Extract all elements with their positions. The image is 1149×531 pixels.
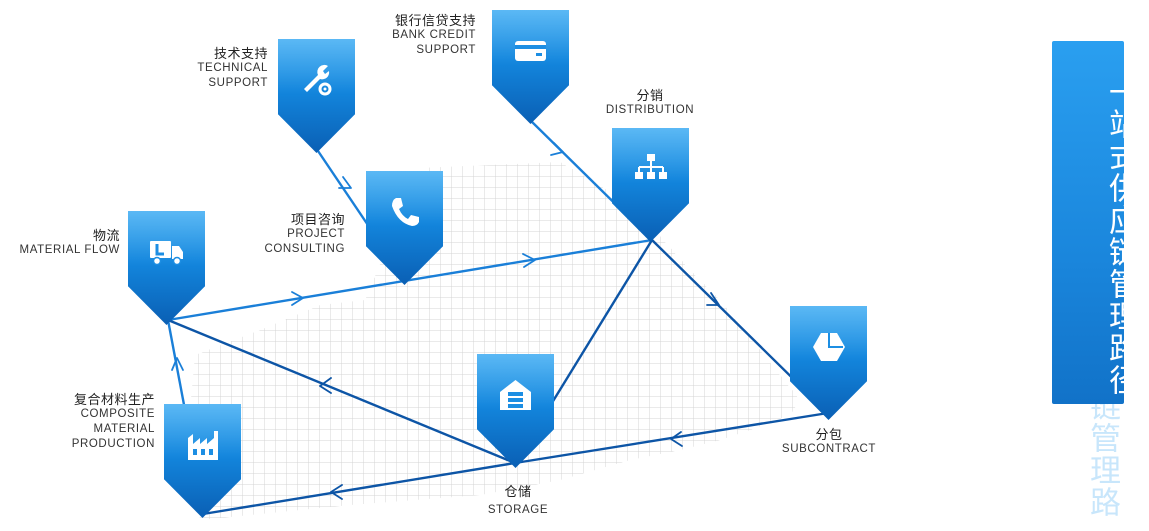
line-logistics-storage <box>167 318 516 465</box>
label-technical-cn: 技术支持 <box>213 46 268 61</box>
arrow-storage-production <box>330 484 343 500</box>
label-material-flow: 物流 MATERIAL FLOW <box>0 228 120 258</box>
arrow-bank-distribution <box>550 142 564 156</box>
arrow-production-logistics <box>171 357 184 371</box>
label-production-en3: PRODUCTION <box>71 438 155 450</box>
node-subcontract[interactable] <box>790 306 867 420</box>
node-technical-support[interactable] <box>278 39 355 153</box>
label-distribution: 分销 DISTRIBUTION <box>590 88 710 118</box>
arrow-logistics-storage <box>319 377 332 394</box>
label-storage: 仓储 STORAGE <box>458 484 578 518</box>
label-consulting-en2: CONSULTING <box>264 243 345 255</box>
node-project-consulting[interactable] <box>366 171 443 285</box>
label-consulting-en1: PROJECT <box>287 228 345 240</box>
label-technical-support: 技术支持 TECHNICAL SUPPORT <box>170 46 268 91</box>
credit-card-icon <box>515 41 546 61</box>
arrow-heads <box>171 142 720 500</box>
label-distribution-cn: 分销 <box>636 88 664 103</box>
label-bank-credit-cn: 银行信贷支持 <box>394 13 476 28</box>
label-logistics-en1: MATERIAL FLOW <box>19 244 120 256</box>
node-distribution[interactable] <box>612 128 689 242</box>
arrow-subcontract-storage <box>670 431 683 447</box>
arrow-logistics-2 <box>522 253 536 268</box>
truck-icon <box>150 241 183 266</box>
box-icon <box>813 333 845 361</box>
wrench-gear-icon <box>304 64 332 96</box>
label-bank-credit-en2: SUPPORT <box>416 44 476 56</box>
hierarchy-icon <box>635 154 667 179</box>
page-title: 一站式供应链管理路径 <box>1103 76 1139 396</box>
label-production-cn: 复合材料生产 <box>73 392 155 407</box>
line-logistics-distribution <box>167 238 653 322</box>
factory-icon <box>188 431 218 460</box>
warehouse-icon <box>500 380 531 410</box>
label-production-en2: MATERIAL <box>93 423 155 435</box>
node-storage[interactable] <box>477 354 554 468</box>
line-storage-production <box>202 461 516 516</box>
node-composite-production[interactable] <box>164 404 241 518</box>
label-subcontract-cn: 分包 <box>815 427 843 442</box>
label-storage-cn: 仓储 <box>504 484 532 499</box>
label-logistics-cn: 物流 <box>92 228 120 243</box>
grid-background <box>190 162 800 520</box>
node-material-flow[interactable] <box>128 211 205 325</box>
node-bank-credit[interactable] <box>492 10 569 124</box>
label-production-en1: COMPOSITE <box>80 408 155 420</box>
label-technical-en2: SUPPORT <box>208 77 268 89</box>
label-storage-en1: STORAGE <box>487 504 549 516</box>
arrow-distribution-subcontract <box>706 292 720 306</box>
label-project-consulting: 项目咨询 PROJECT CONSULTING <box>240 212 345 257</box>
label-technical-en1: TECHNICAL <box>197 62 268 74</box>
phone-icon <box>392 198 419 226</box>
label-bank-credit-en1: BANK CREDIT <box>392 29 476 41</box>
line-production-logistics <box>166 319 187 411</box>
label-subcontract: 分包 SUBCONTRACT <box>770 427 888 457</box>
label-consulting-cn: 项目咨询 <box>290 212 345 227</box>
arrow-logistics-1 <box>291 291 304 306</box>
label-subcontract-en1: SUBCONTRACT <box>781 443 877 455</box>
label-bank-credit: 银行信贷支持 BANK CREDIT SUPPORT <box>360 13 476 58</box>
arrow-technical-consulting <box>338 176 352 189</box>
label-composite-production: 复合材料生产 COMPOSITE MATERIAL PRODUCTION <box>40 392 155 452</box>
label-distribution-en1: DISTRIBUTION <box>605 104 695 116</box>
title-panel: 一站式供应链管理路径 <box>1052 41 1139 404</box>
